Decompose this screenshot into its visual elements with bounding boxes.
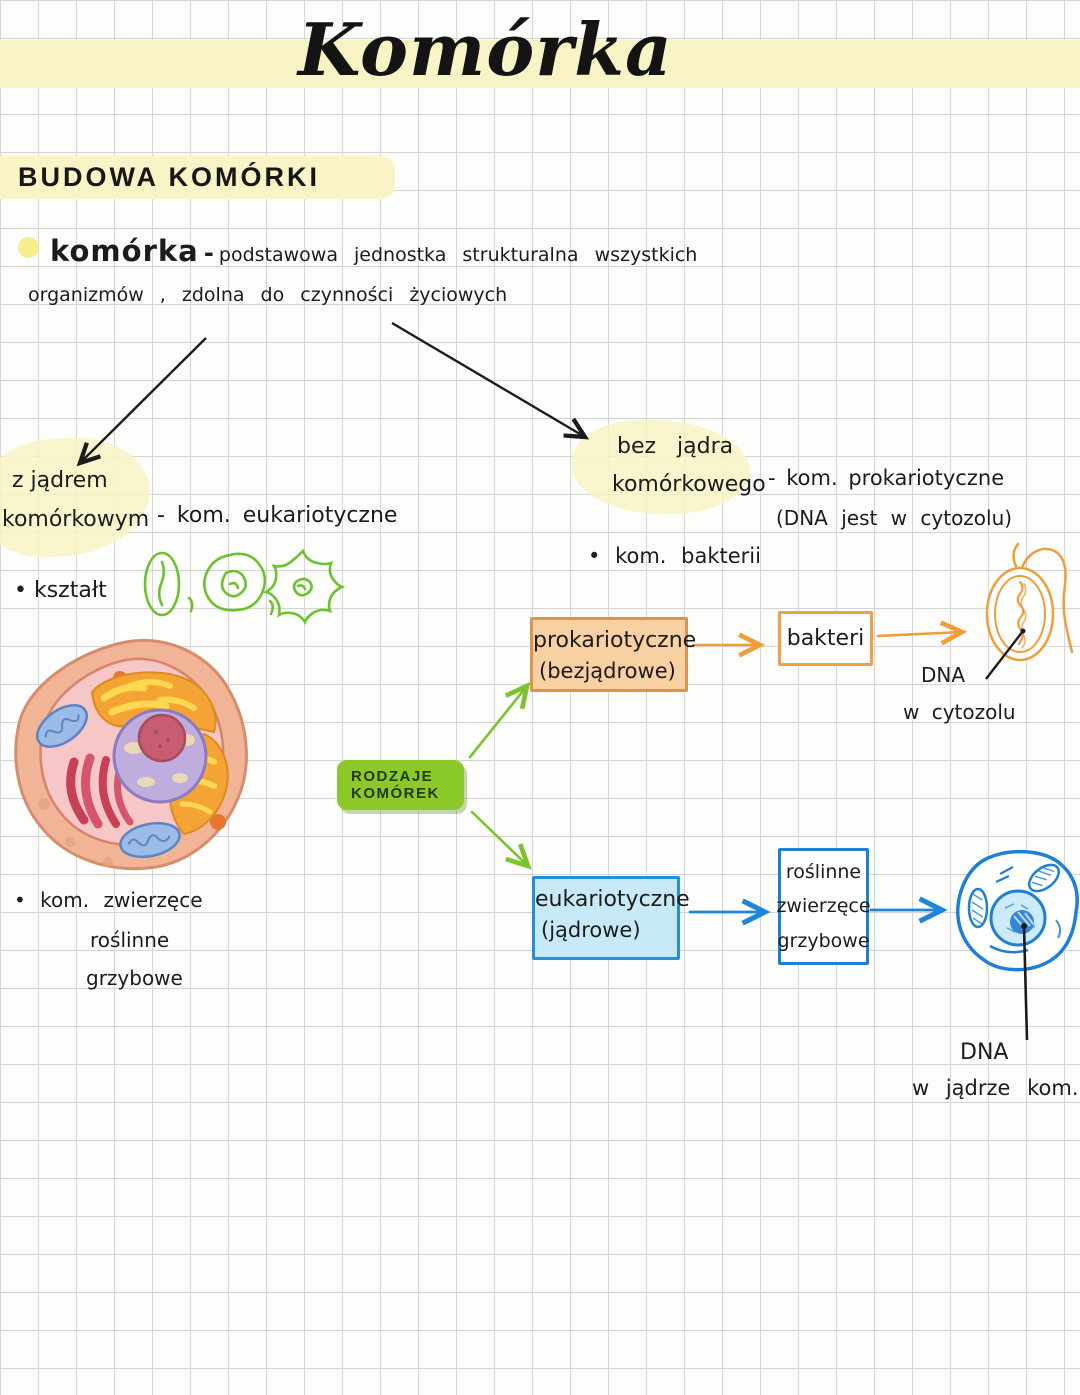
- bacteria-cell-drawing: [985, 542, 1074, 662]
- bacteria-example-bullet: •: [588, 544, 601, 568]
- prokaryotic-box-line2: (bezjądrowe): [539, 659, 676, 683]
- bacteria-box: bakteri: [778, 611, 873, 666]
- arrow-root-to-eukaryotic: [470, 810, 532, 870]
- root-box-line1: RODZAJE: [351, 768, 434, 785]
- definition-line1: komórka - podstawowa jednostka struktura…: [50, 234, 697, 268]
- root-box: RODZAJE KOMÓREK: [337, 760, 464, 810]
- definition-arrows: [76, 321, 590, 467]
- prokaryote-label-line2: komórkowego: [612, 472, 766, 497]
- arrow-bacteria-to-drawing: [876, 620, 968, 646]
- arrow-to-eukaryote: [76, 337, 207, 467]
- cell-example-item-2: roślinne: [90, 928, 170, 952]
- euk-type-fungal: grzybowe: [777, 929, 870, 952]
- bacteria-note-line2: w cytozolu: [903, 700, 1016, 724]
- prokaryote-type-label: - kom. prokariotyczne: [768, 466, 1005, 490]
- definition-text1: podstawowa jednostka strukturalna wszyst…: [218, 244, 698, 266]
- prokaryotic-box: prokariotyczne (bezjądrowe): [530, 617, 697, 692]
- eukaryote-dna-pointer: [1021, 923, 1029, 1041]
- eukaryotic-cell-drawing: [956, 849, 1079, 972]
- shape-bullet: •: [14, 578, 27, 603]
- page-title: Komórka: [298, 7, 673, 92]
- animal-cell-illustration: [14, 638, 248, 871]
- cell-example-item-1: • kom. zwierzęce: [14, 888, 203, 912]
- definition-term: komórka: [50, 234, 199, 268]
- bacteria-box-label: bakteri: [786, 626, 865, 651]
- heading-highlight: [0, 156, 395, 199]
- euk-type-plant: roślinne: [785, 861, 862, 884]
- definition-bullet-dot: [18, 237, 39, 258]
- eukaryotic-box: eukariotyczne (jądrowe): [532, 876, 690, 960]
- eukaryote-label-line2: komórkowym: [2, 507, 150, 532]
- eukaryote-note-line2: w jądrze kom.: [912, 1076, 1079, 1100]
- eukaryote-note-line1: DNA: [960, 1040, 1009, 1065]
- flowchart-arrows: [468, 620, 968, 926]
- euk-type-animal: zwierzęce: [776, 895, 871, 918]
- bacteria-example-label: kom. bakterii: [615, 544, 761, 568]
- bacteria-dna-pointer: [985, 628, 1026, 680]
- shape-item: • kształt: [14, 578, 107, 603]
- bacteria-example-item: • kom. bakterii: [588, 544, 761, 568]
- section-heading: BUDOWA KOMÓRKI: [18, 162, 320, 192]
- arrow-root-to-prokaryotic: [468, 681, 531, 759]
- shape-label: kształt: [33, 578, 107, 603]
- eukaryote-type-label: - kom. eukariotyczne: [157, 503, 398, 528]
- cell-example-animal: kom. zwierzęce: [40, 888, 203, 912]
- definition-line2: organizmów , zdolna do czynności życiowy…: [28, 284, 508, 306]
- eukaryotic-box-line2: (jądrowe): [541, 918, 641, 942]
- eukaryote-label-line1: z jądrem: [12, 468, 108, 493]
- eukaryotic-types-box: roślinne zwierzęce grzybowe: [776, 848, 871, 965]
- arrow-to-prokaryote: [391, 321, 590, 440]
- cell-example-bullet: •: [14, 888, 26, 912]
- cell-shape-doodles: [143, 548, 346, 625]
- prokaryotic-box-line1: prokariotyczne: [533, 628, 697, 653]
- eukaryotic-box-line1: eukariotyczne: [535, 887, 690, 912]
- prokaryote-label-line1: bez jądra: [617, 434, 734, 459]
- title-highlight: [0, 40, 1080, 88]
- cell-example-item-3: grzybowe: [86, 966, 183, 990]
- definition-separator: -: [203, 239, 214, 267]
- prokaryote-type-note: (DNA jest w cytozolu): [776, 506, 1013, 530]
- bacteria-note-line1: DNA: [921, 663, 966, 687]
- root-box-line2: KOMÓREK: [351, 785, 440, 802]
